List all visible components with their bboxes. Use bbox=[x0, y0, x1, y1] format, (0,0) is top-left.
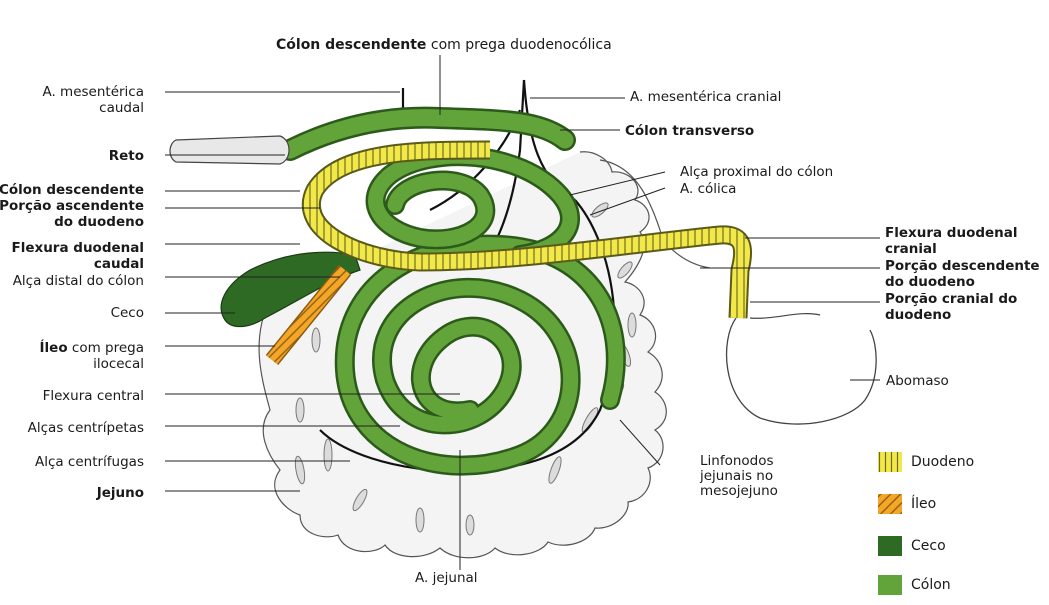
diagram-title: Cólon descendente com prega duodenocólic… bbox=[276, 37, 612, 53]
label-ceco: Ceco bbox=[110, 305, 144, 321]
label-reto: Reto bbox=[108, 148, 144, 164]
title-rest: com prega duodenocólica bbox=[426, 37, 612, 53]
label-line: mesojejuno bbox=[700, 483, 778, 499]
label-line: ilocecal bbox=[93, 356, 144, 372]
colon-descendente bbox=[279, 106, 576, 161]
legend-label-ileo: Íleo bbox=[911, 496, 937, 512]
label-linfonodos: Linfonodos jejunais no mesojejuno bbox=[700, 454, 778, 499]
label-line: Porção ascendente bbox=[0, 198, 144, 214]
legend-swatch-ileo bbox=[878, 494, 902, 514]
label-alcas-centripetas: Alças centrípetas bbox=[27, 420, 144, 436]
label-ileo-bold: Íleo bbox=[39, 340, 68, 356]
legend-label-colon: Cólon bbox=[911, 577, 951, 593]
label-colon-descendente: Cólon descendente bbox=[0, 182, 144, 198]
label-porcao-ascendente: Porção ascendente do duodeno bbox=[0, 198, 144, 230]
label-line: duodeno bbox=[885, 307, 952, 323]
label-a-colica: A. cólica bbox=[680, 181, 737, 197]
label-flexura-caudal: Flexura duodenal caudal bbox=[11, 240, 144, 272]
abomaso-shape bbox=[726, 317, 877, 425]
label-line: do duodeno bbox=[54, 214, 144, 230]
label-line: jejunais no bbox=[700, 468, 774, 484]
label-a-jejunal: A. jejunal bbox=[415, 570, 478, 586]
label-line: cranial bbox=[885, 241, 937, 257]
reto-shape bbox=[169, 135, 290, 165]
label-line: Porção descendente bbox=[885, 258, 1040, 274]
label-line: A. mesentérica bbox=[42, 84, 144, 100]
label-line: Linfonodos bbox=[700, 453, 774, 469]
label-abomaso: Abomaso bbox=[886, 373, 949, 389]
legend-label-ceco: Ceco bbox=[911, 538, 946, 554]
leader-lines bbox=[165, 55, 880, 570]
label-line: Flexura duodenal bbox=[11, 240, 144, 256]
label-ileo: Íleo com prega ilocecal bbox=[40, 340, 144, 372]
colon-spiral bbox=[334, 146, 626, 476]
label-line: caudal bbox=[93, 256, 144, 272]
label-alca-centrifugas: Alça centrífugas bbox=[34, 454, 144, 470]
label-line: do duodeno bbox=[885, 274, 975, 290]
label-flexura-cranial: Flexura duodenal cranial bbox=[885, 225, 1018, 257]
label-porcao-descendente: Porção descendente do duodeno bbox=[885, 258, 1040, 290]
duodeno-path bbox=[301, 140, 752, 319]
title-bold: Cólon descendente bbox=[276, 37, 427, 53]
label-a-mesenterica-caudal: A. mesentérica caudal bbox=[42, 84, 144, 116]
label-colon-transverso: Cólon transverso bbox=[625, 123, 755, 139]
legend-swatch-duodeno bbox=[878, 452, 902, 472]
label-line: Flexura duodenal bbox=[885, 225, 1018, 241]
label-ileo-rest: com prega bbox=[67, 340, 144, 356]
label-line: Porção cranial do bbox=[885, 291, 1018, 307]
legend-swatch-ceco bbox=[878, 536, 902, 556]
label-a-mesenterica-cranial: A. mesentérica cranial bbox=[630, 89, 782, 105]
legend-swatch-colon bbox=[878, 575, 902, 595]
label-alca-distal: Alça distal do cólon bbox=[12, 273, 144, 289]
legend-label-duodeno: Duodeno bbox=[911, 454, 975, 470]
label-line: caudal bbox=[99, 100, 144, 116]
label-jejuno: Jejuno bbox=[96, 485, 144, 501]
label-flexura-central: Flexura central bbox=[42, 388, 144, 404]
label-porcao-cranial: Porção cranial do duodeno bbox=[885, 291, 1017, 323]
label-alca-proximal: Alça proximal do cólon bbox=[680, 164, 834, 180]
